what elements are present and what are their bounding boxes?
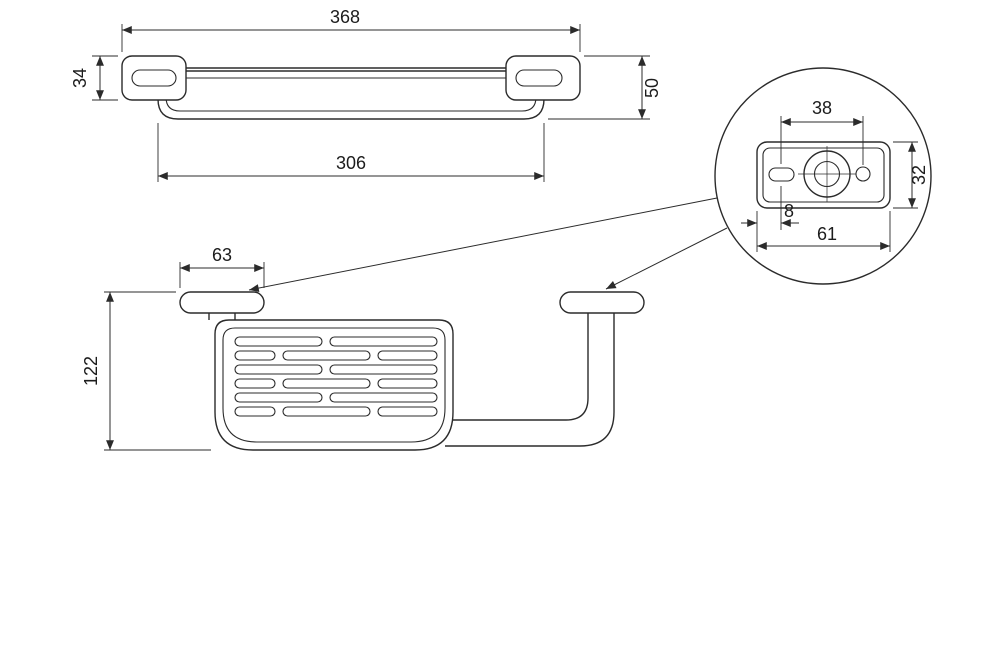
front-view: 368 34 50 306 (70, 7, 662, 182)
screw-hole (855, 166, 871, 182)
left-end-cap (121, 55, 187, 101)
dim-edge-offset-label: 8 (784, 201, 794, 221)
dim-end-cap-height: 34 (70, 55, 118, 101)
mount-slot (768, 167, 795, 182)
dim-overall-width-label: 368 (330, 7, 360, 27)
right-cap-slot (515, 69, 563, 87)
detail-circle (714, 67, 932, 285)
dim-end-cap-height-label: 34 (70, 68, 90, 88)
right-end-cap (505, 55, 581, 101)
dim-depth: 122 (81, 291, 211, 451)
dim-edge-offset: 8 (741, 186, 799, 252)
rail-outer-edge (445, 313, 615, 447)
dim-tray-length-label: 306 (336, 153, 366, 173)
leader-line-right-flange (605, 227, 728, 290)
basket-outline (214, 319, 454, 451)
dim-plate-width-label: 61 (817, 224, 837, 244)
dim-tray-length: 306 (157, 123, 545, 182)
mount-hole-outer (803, 150, 851, 198)
dim-bracket-height-label: 50 (642, 78, 662, 98)
dim-depth-label: 122 (81, 356, 101, 386)
left-wall-flange (179, 291, 265, 314)
dim-bracket-height: 50 (548, 55, 662, 120)
dim-plate-height-label: 32 (909, 165, 929, 185)
dim-flange-diameter: 63 (179, 245, 265, 288)
dim-hole-spacing: 38 (780, 98, 864, 165)
basket-inner-rim (222, 327, 446, 443)
dim-hole-spacing-label: 38 (812, 98, 832, 118)
dim-plate-width: 61 (757, 211, 891, 252)
mount-hole-inner (813, 160, 841, 188)
dim-plate-height: 32 (893, 141, 929, 209)
right-wall-flange (559, 291, 645, 314)
mount-plate-inner (762, 147, 885, 203)
rail-inner-edge (445, 313, 589, 421)
left-cap-slot (131, 69, 177, 87)
plan-view: 63 122 (81, 245, 645, 451)
detail-view: 38 32 8 61 (248, 67, 932, 292)
mount-plate-outer (756, 141, 891, 209)
leader-line-left-flange (248, 197, 718, 292)
basket-slots (234, 336, 438, 417)
dim-flange-diameter-label: 63 (212, 245, 232, 265)
dim-overall-width: 368 (121, 7, 581, 52)
